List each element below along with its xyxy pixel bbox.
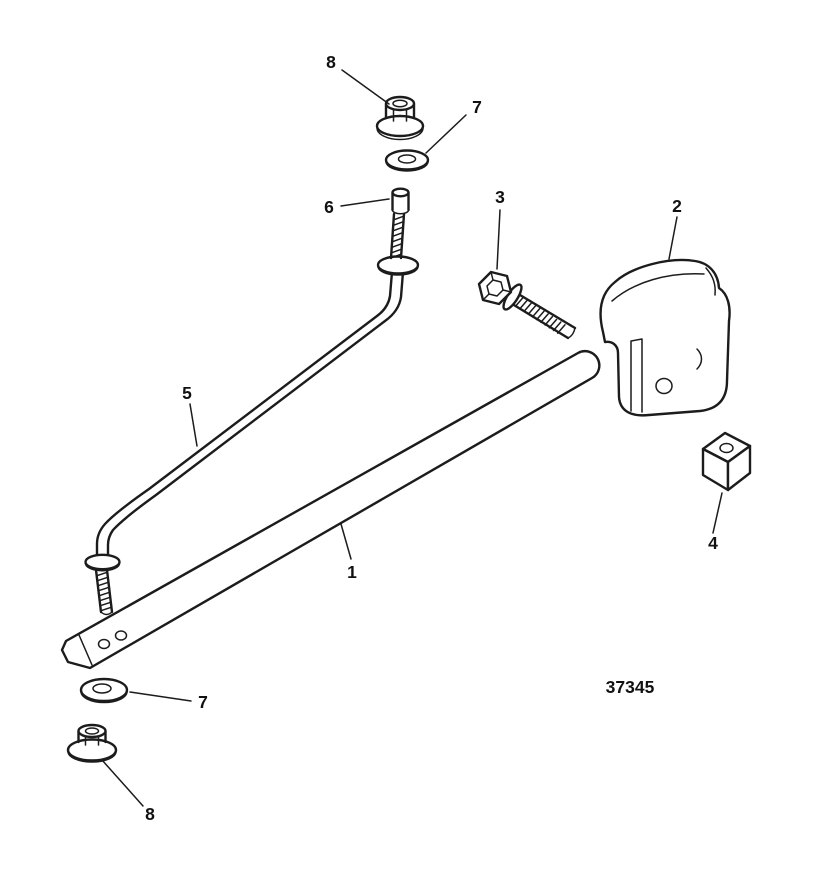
diagram-artwork: [60, 95, 752, 763]
thread-hatching: [95, 571, 113, 612]
callout-7-top: 7: [472, 97, 482, 117]
hex-bolt: [477, 270, 577, 340]
callout-7-bottom: 7: [198, 692, 208, 712]
leader-lines: [101, 69, 723, 807]
callout-5: 5: [182, 383, 192, 403]
link-bar: [60, 350, 601, 670]
flat-washer-top: [384, 149, 430, 172]
thread-hatching: [390, 215, 405, 259]
rod-upper-stud: [389, 212, 406, 260]
spacer-bushing: [391, 187, 410, 215]
callout-8-bottom: 8: [145, 804, 155, 824]
leader-line: [189, 403, 198, 447]
figure-number: 37345: [606, 677, 655, 697]
rod-upper-flange: [376, 255, 420, 276]
leader-line: [425, 114, 467, 154]
square-nut: [701, 431, 752, 492]
flange-locknut-bottom: [66, 723, 118, 763]
flange-locknut-top: [375, 95, 425, 141]
callout-3: 3: [495, 187, 505, 207]
leader-line: [340, 523, 352, 560]
thread-hatching: [514, 296, 566, 334]
callout-1: 1: [347, 562, 357, 582]
bent-link-rod: [84, 270, 405, 616]
leader-line: [340, 198, 390, 207]
callout-2: 2: [672, 196, 682, 216]
flat-washer-bottom: [79, 677, 129, 704]
callout-labels: 8 7 6 3 2 5 1 4 7 8: [145, 52, 718, 824]
callout-8-top: 8: [326, 52, 336, 72]
clamp-block: [599, 258, 731, 417]
callout-6: 6: [324, 197, 334, 217]
leader-line: [101, 759, 144, 807]
leader-line: [712, 492, 723, 534]
leader-line: [496, 209, 501, 270]
leader-line: [341, 69, 390, 105]
leader-line: [668, 216, 678, 260]
callout-4: 4: [708, 533, 718, 553]
leader-line: [129, 691, 192, 702]
